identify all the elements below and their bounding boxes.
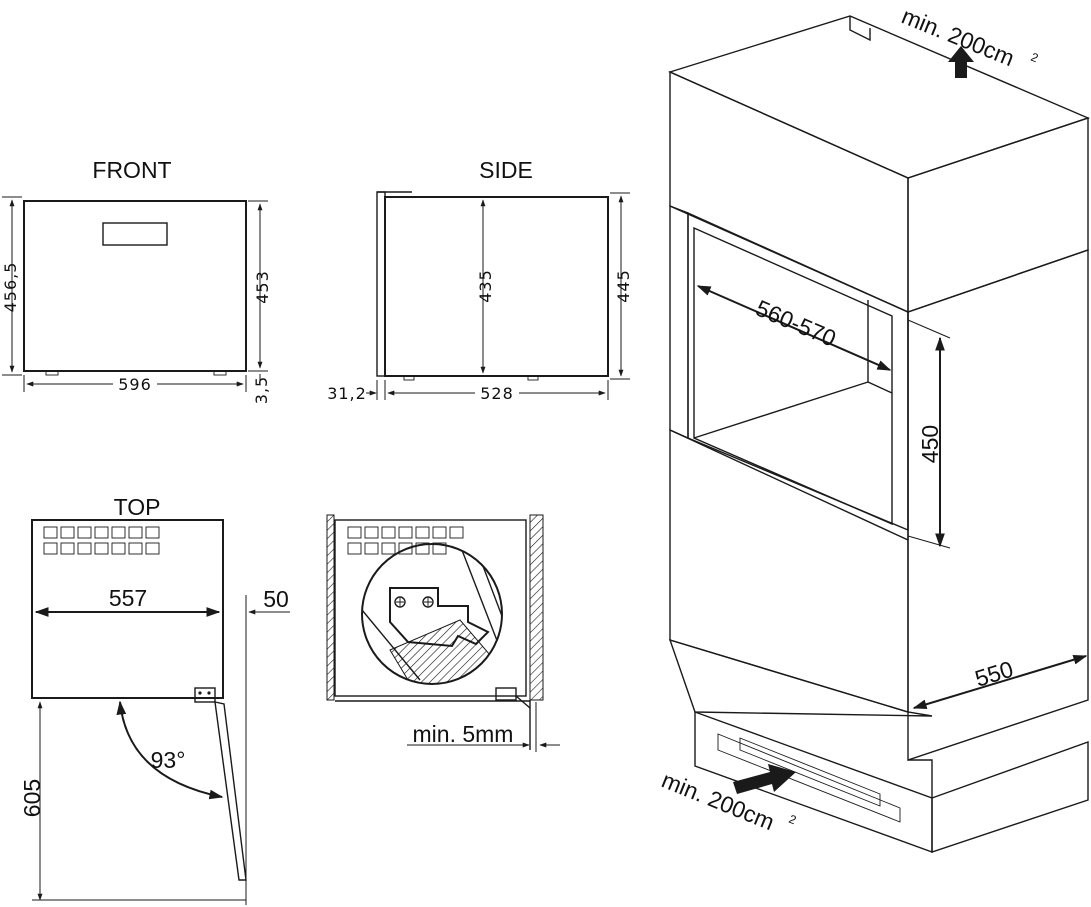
front-foot-right: [213, 370, 227, 376]
bottom-vent-sup: 2: [787, 812, 799, 828]
niche-width-label: 560-570: [752, 295, 840, 352]
bottom-vent-arrow: [733, 764, 796, 794]
top-swing-label: 605: [19, 779, 45, 817]
top-vent-sup: 2: [1029, 50, 1041, 66]
top-angle-label: 93°: [151, 747, 186, 773]
top-width-label: 557: [109, 585, 147, 611]
niche-plinth: [694, 711, 933, 853]
front-title: FRONT: [92, 157, 171, 183]
side-depth-label: 528: [480, 384, 514, 403]
niche-height-label: 450: [917, 425, 943, 463]
niche-top-face: [668, 15, 1090, 179]
niche-width-dim: [696, 285, 892, 371]
side-body: [384, 196, 609, 377]
niche-upper-front: [669, 70, 909, 314]
detail-left-wall: [326, 514, 335, 701]
side-title: SIDE: [479, 157, 533, 183]
top-angle-arc: [116, 700, 224, 800]
detail-view: min. 5mm: [326, 514, 560, 752]
side-offset-label: 31,2: [327, 384, 367, 403]
front-foot-label: 3,5: [252, 376, 271, 404]
top-hinge: [194, 687, 216, 703]
detail-right-wall: [529, 514, 544, 701]
top-view: TOP 557 50 605 93°: [19, 494, 290, 905]
niche-depth-dim: [912, 654, 1088, 710]
front-body: [23, 200, 247, 372]
front-height-left-label: 456,5: [1, 262, 20, 313]
detail-gap-label: min. 5mm: [413, 721, 514, 747]
top-vent-arrow: [948, 46, 974, 78]
niche-depth-label: 550: [972, 656, 1016, 692]
front-display-panel: [102, 222, 168, 246]
top-vent-grid: [43, 526, 160, 555]
top-body: [31, 519, 224, 699]
side-view: SIDE 435 445 528 31,2: [327, 157, 633, 403]
side-door: [376, 191, 386, 377]
front-height-right-label: 453: [253, 270, 272, 304]
top-clearance-label: 50: [263, 586, 289, 612]
front-foot-left: [45, 370, 59, 376]
niche-lower-front: [669, 428, 909, 713]
side-inner-height-label: 435: [476, 269, 495, 303]
front-view: FRONT 456,5 453 596 3,5: [1, 157, 272, 404]
detail-bracket: [389, 587, 490, 648]
top-open-door: [214, 701, 247, 881]
top-title: TOP: [114, 494, 161, 520]
detail-unit: [334, 519, 527, 697]
niche-view: min. 200cm 2 560-570 450 550 min. 200cm …: [658, 3, 1090, 853]
front-width-label: 596: [118, 375, 152, 394]
detail-vent-grid: [347, 526, 464, 555]
side-outer-height-label: 445: [614, 269, 633, 303]
